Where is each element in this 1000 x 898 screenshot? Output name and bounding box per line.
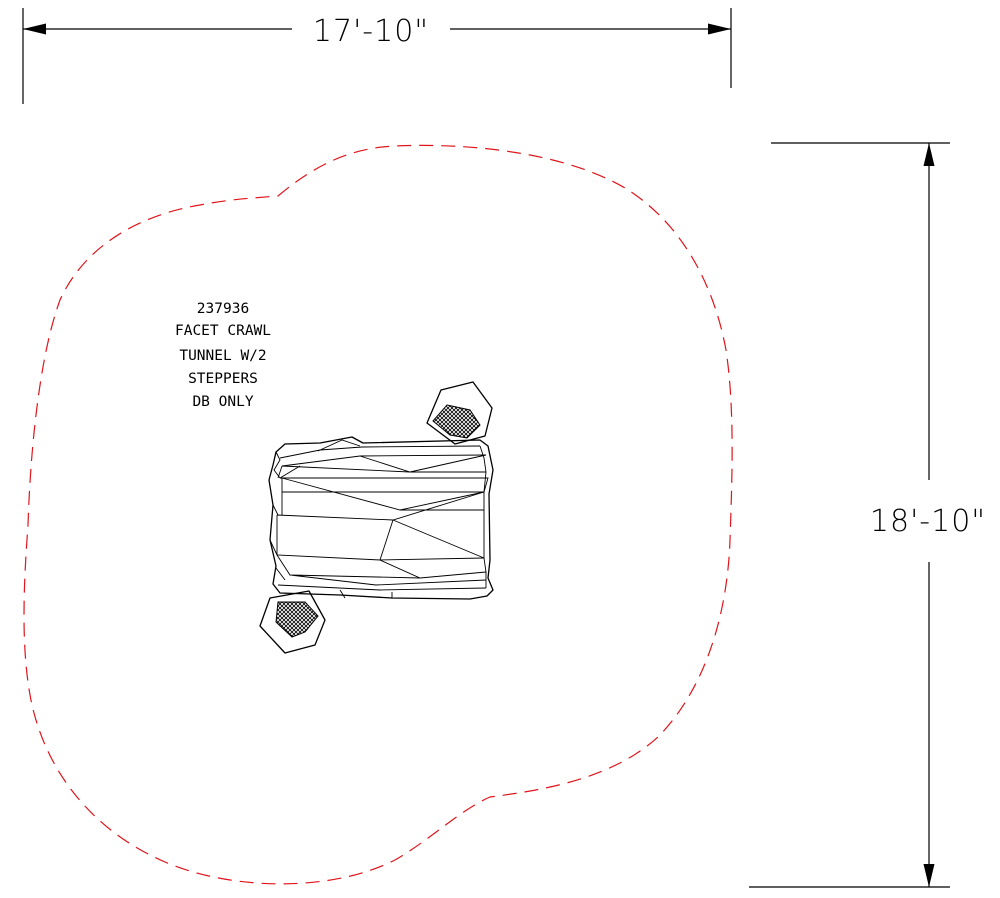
stepper-lower-outline xyxy=(259,590,326,654)
tunnel-top-facets xyxy=(277,454,487,479)
arrowhead-icon xyxy=(923,143,935,166)
product-description-line-4: DB ONLY xyxy=(192,394,253,410)
product-description-line-2: TUNNEL W/2 xyxy=(179,348,266,364)
product-label: 237936 FACET CRAWL TUNNEL W/2 STEPPERS D… xyxy=(175,301,271,410)
use-zone-boundary xyxy=(23,144,733,885)
stepper-upper xyxy=(426,381,493,445)
depth-dimension-label: 18'-10" xyxy=(870,504,986,539)
product-number: 237936 xyxy=(197,301,249,317)
stepper-lower-tread xyxy=(275,601,319,638)
tunnel-outline xyxy=(268,436,494,600)
arrowhead-icon xyxy=(923,864,935,887)
depth-dimension: 18'-10" xyxy=(749,142,986,888)
stepper-upper-outline xyxy=(426,381,493,445)
crawl-tunnel xyxy=(268,436,494,600)
width-dimension: 17'-10" xyxy=(22,8,732,104)
tunnel-middle-panel xyxy=(276,491,487,579)
arrowhead-icon xyxy=(23,23,46,35)
stepper-upper-tread xyxy=(432,404,481,439)
product-description-line-1: FACET CRAWL xyxy=(175,323,271,339)
arrowhead-icon xyxy=(708,23,731,35)
width-dimension-label: 17'-10" xyxy=(313,14,429,49)
tunnel-left-ridge xyxy=(269,451,281,556)
tunnel-lower-edge xyxy=(275,554,487,599)
product-description-line-3: STEPPERS xyxy=(188,371,258,387)
stepper-lower xyxy=(259,590,326,654)
tunnel-upper-panel xyxy=(281,477,489,515)
tunnel-right-ridge xyxy=(479,445,487,588)
